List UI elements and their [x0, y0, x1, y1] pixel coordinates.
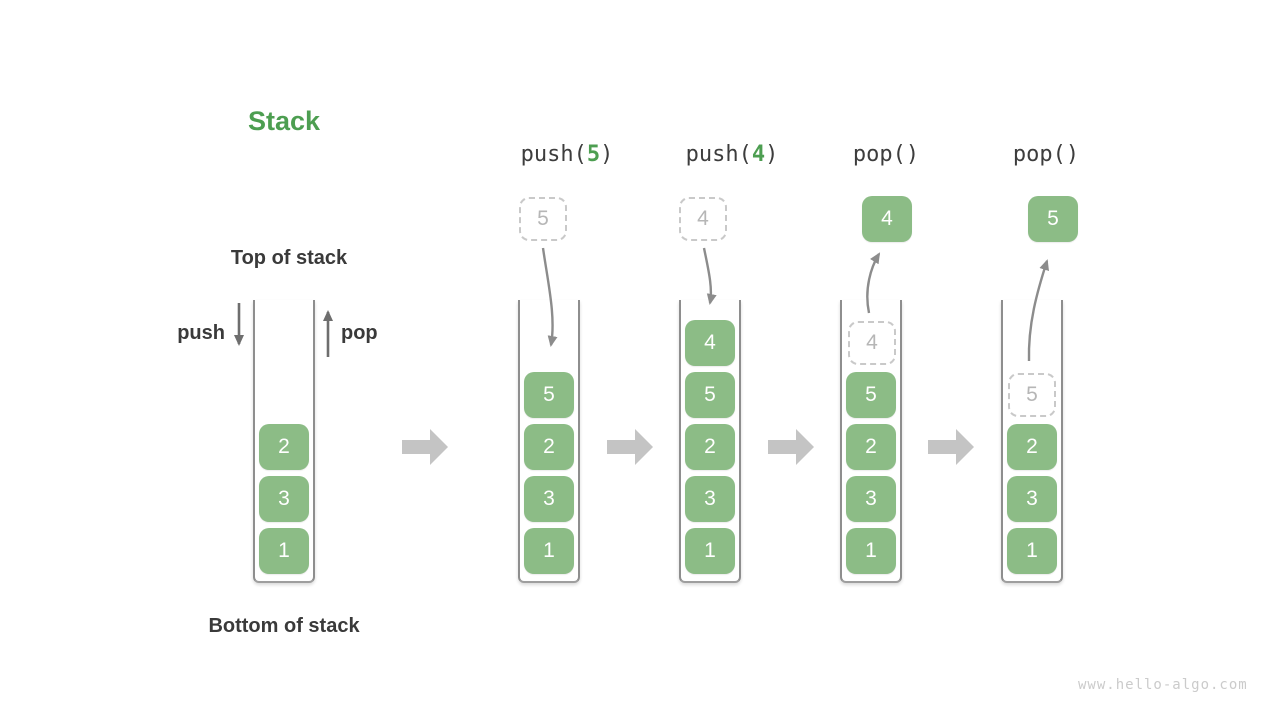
stack-cell: 2 [1007, 424, 1057, 470]
op-label-push-5: push(5) [521, 142, 614, 167]
stack-cell: 1 [685, 528, 735, 574]
op-text: ) [765, 142, 779, 167]
stack-cell: 5 [685, 372, 735, 418]
popped-value-box: 5 [1028, 196, 1078, 242]
watermark: www.hello-algo.com [1078, 677, 1248, 693]
op-text: pop() [1012, 142, 1080, 167]
flow-arrow-icon [607, 429, 653, 465]
diagram-title: Stack [247, 106, 321, 136]
incoming-value-box: 5 [519, 197, 567, 241]
stack-cell: 4 [685, 320, 735, 366]
pop-label: pop [341, 322, 378, 344]
stack-cell: 5 [524, 372, 574, 418]
op-label-pop-2: pop() [1013, 142, 1079, 167]
op-text: pop() [852, 142, 920, 167]
stack-cell: 2 [259, 424, 309, 470]
flow-arrow-icon [928, 429, 974, 465]
top-of-stack-label: Top of stack [230, 247, 348, 269]
flow-arrow-icon [402, 429, 448, 465]
stack-cell: 1 [846, 528, 896, 574]
op-text: ) [600, 142, 614, 167]
flow-arrow-icon [768, 429, 814, 465]
incoming-value-box: 4 [679, 197, 727, 241]
popped-value-box: 4 [862, 196, 912, 242]
bottom-of-stack-label: Bottom of stack [208, 615, 360, 637]
ghost-cell: 4 [848, 321, 896, 365]
stack-cell: 1 [259, 528, 309, 574]
stack-cell: 2 [524, 424, 574, 470]
op-text: push( [520, 142, 587, 167]
op-arg: 5 [586, 142, 601, 167]
ghost-cell: 5 [1008, 373, 1056, 417]
op-arg: 4 [751, 142, 766, 167]
stack-cell: 3 [524, 476, 574, 522]
op-label-push-4: push(4) [686, 142, 779, 167]
stack-cell: 3 [685, 476, 735, 522]
stack-cell: 3 [1007, 476, 1057, 522]
stack-cell: 3 [846, 476, 896, 522]
stack-cell: 2 [685, 424, 735, 470]
stack-cell: 1 [1007, 528, 1057, 574]
stack-cell: 5 [846, 372, 896, 418]
stack-cell: 2 [846, 424, 896, 470]
stack-cell: 3 [259, 476, 309, 522]
push-transfer-arrow-icon [702, 247, 717, 305]
op-label-pop-1: pop() [853, 142, 919, 167]
op-text: push( [685, 142, 752, 167]
stack-cell: 1 [524, 528, 574, 574]
push-label: push [177, 322, 225, 344]
